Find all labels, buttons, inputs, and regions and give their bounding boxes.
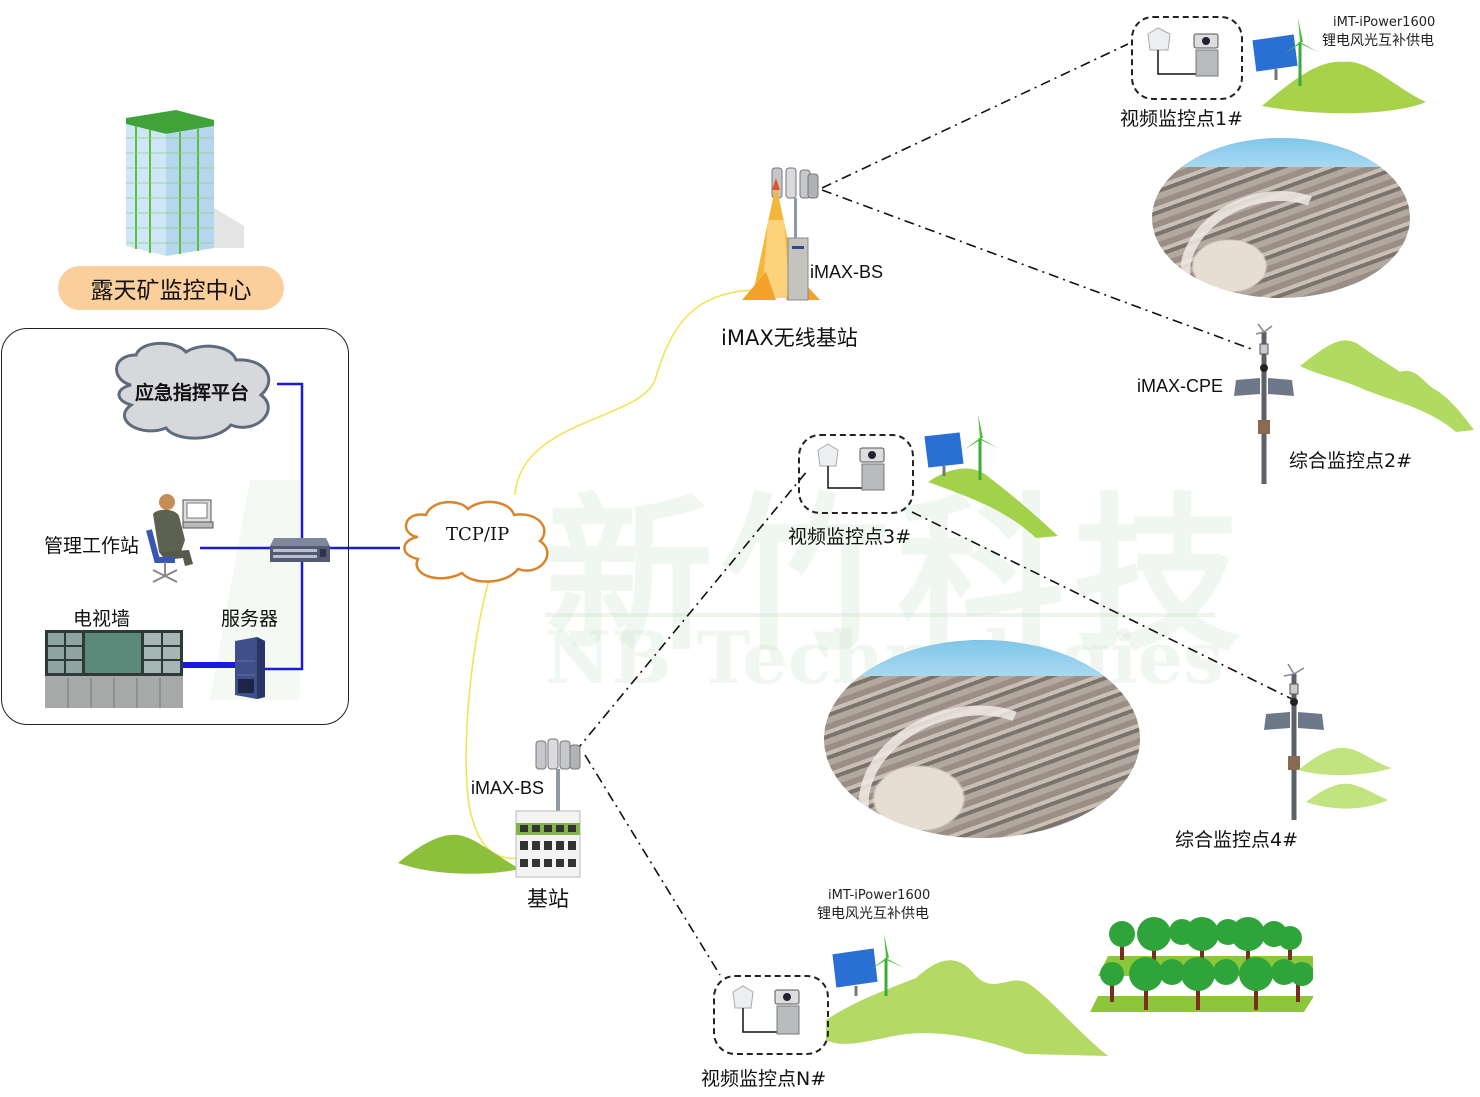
base-station-top-icon	[742, 167, 820, 301]
site2-label: 综合监控点2#	[1289, 450, 1413, 472]
lan-links	[178, 382, 400, 671]
antenna-array-icon	[771, 167, 819, 199]
command-platform-label: 应急指挥平台	[135, 382, 250, 404]
server-icon	[235, 637, 265, 699]
video-wall-label: 电视墙	[73, 608, 131, 630]
control-center-box	[1, 328, 349, 725]
tcpip-label: TCP/IP	[446, 524, 510, 545]
workstation-operator-icon	[146, 494, 214, 583]
base-station-bottom-title: 基站	[527, 887, 569, 911]
site1-power-desc: 锂电风光互补供电	[1322, 33, 1434, 49]
solar-panel-icon	[923, 431, 965, 476]
wireless-link-site3	[574, 469, 809, 753]
site1-device-group	[1131, 16, 1243, 100]
wireless-link-site1	[821, 43, 1129, 189]
siten-solar-wind-hills-icon	[826, 934, 1108, 1056]
base-station-bottom-icon	[398, 738, 581, 878]
site2-device-label: iMAX-CPE	[1137, 376, 1224, 396]
solar-panel-icon	[831, 947, 879, 996]
forest-icon	[1090, 917, 1313, 1012]
site4-label: 综合监控点4#	[1175, 829, 1299, 851]
siten-label: 视频监控点N#	[701, 1068, 827, 1090]
mine-photo-2	[824, 640, 1140, 838]
base-station-top-title: iMAX无线基站	[721, 326, 858, 350]
wind-turbine-icon	[870, 934, 904, 996]
lan-link-command-platform	[277, 382, 304, 548]
antenna-array-icon	[535, 738, 581, 770]
site4-hills-icon	[1298, 747, 1392, 809]
siten-power-model: iMT-iPower1600	[828, 888, 931, 903]
site3-solar-wind-hill-icon	[923, 414, 1058, 538]
site1-solar-wind-hill-icon	[1251, 18, 1426, 114]
tcpip-cloud-icon	[403, 500, 549, 583]
building-icon	[126, 110, 244, 256]
siten-cpe-camera-icon	[732, 985, 800, 1035]
control-center-title: 露天矿监控中心	[58, 266, 284, 310]
wireless-link-site2	[821, 189, 1255, 351]
fiber-link-top-bs	[514, 289, 761, 496]
wireless-link-siten	[584, 754, 721, 976]
siten-device-group	[713, 975, 829, 1055]
solar-panel-icon	[1251, 33, 1299, 80]
siten-power-desc: 锂电风光互补供电	[817, 906, 929, 922]
wind-turbine-icon	[1284, 18, 1318, 86]
control-center-title-text: 露天矿监控中心	[90, 278, 252, 304]
site1-power-model: iMT-iPower1600	[1333, 15, 1436, 30]
base-station-top-device-label: iMAX-BS	[810, 262, 884, 282]
site2-cpe-pole-icon	[1234, 323, 1294, 484]
site4-cpe-pole-icon	[1264, 663, 1324, 820]
lan-link-server	[265, 556, 304, 671]
site1-label: 视频监控点1#	[1120, 108, 1244, 130]
site3-device-group	[798, 434, 914, 514]
command-platform-cloud-icon	[115, 341, 271, 440]
mine-photo-1	[1152, 138, 1410, 298]
site3-cpe-camera-icon	[817, 443, 885, 491]
wind-turbine-icon	[964, 414, 998, 480]
wireless-link-site4	[911, 511, 1295, 701]
site2-hills-icon	[1300, 340, 1474, 432]
site3-label: 视频监控点3#	[788, 526, 912, 548]
base-station-bottom-device-label: iMAX-BS	[471, 778, 545, 798]
site1-cpe-camera-icon	[1147, 27, 1219, 77]
network-switch-icon[interactable]	[268, 536, 332, 566]
wireless-links	[574, 43, 1295, 976]
server-label: 服务器	[221, 608, 279, 630]
video-wall-icon	[45, 630, 183, 708]
workstation-label: 管理工作站	[44, 535, 140, 557]
